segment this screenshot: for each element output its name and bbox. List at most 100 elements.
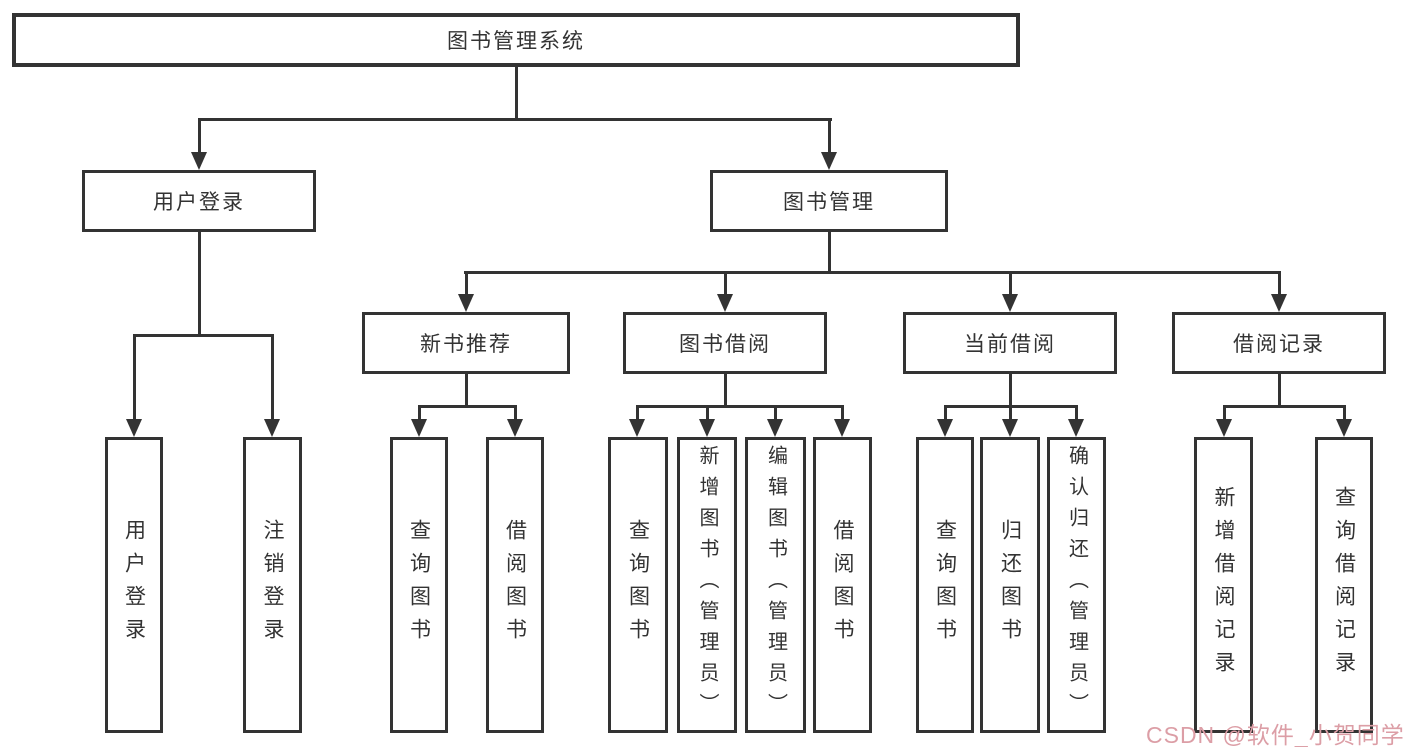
connector-line	[198, 231, 201, 336]
node-label: 图书管理系统	[447, 30, 585, 53]
arrow-down	[699, 408, 715, 437]
connector-line	[464, 271, 1281, 274]
arrowhead-down-icon	[834, 419, 850, 437]
node-leaf-add-borrow-record: 新增借阅记录	[1194, 437, 1253, 733]
arrow-shaft	[840, 408, 844, 421]
arrow-shaft	[1074, 408, 1078, 421]
arrowhead-down-icon	[1002, 419, 1018, 437]
node-label: 注销登录	[261, 519, 284, 651]
arrow-down	[264, 337, 280, 437]
node-label: 借阅图书	[503, 519, 527, 651]
arrow-shaft	[1008, 274, 1012, 296]
node-leaf-edit-books-admin: 编辑图书（管理员）	[745, 437, 806, 733]
arrowhead-down-icon	[699, 419, 715, 437]
arrow-down	[1216, 408, 1232, 437]
arrowhead-down-icon	[264, 419, 280, 437]
node-library-management-system: 图书管理系统	[12, 13, 1020, 67]
node-label: 查询图书	[407, 519, 431, 651]
arrow-down	[126, 337, 142, 437]
connector-line	[198, 118, 832, 121]
arrow-shaft	[1008, 408, 1012, 421]
node-leaf-user-login: 用户登录	[105, 437, 163, 733]
node-leaf-confirm-return-admin: 确认归还（管理员）	[1047, 437, 1106, 733]
arrow-down	[937, 408, 953, 437]
arrow-shaft	[705, 408, 709, 421]
arrow-down	[191, 121, 207, 170]
node-label: 当前借阅	[964, 333, 1056, 356]
node-leaf-logout: 注销登录	[243, 437, 302, 733]
node-label: 图书管理	[783, 191, 875, 214]
arrow-down	[767, 408, 783, 437]
arrow-shaft	[943, 408, 947, 421]
node-leaf-query-books-current: 查询图书	[916, 437, 974, 733]
connector-line	[515, 66, 518, 121]
node-label: 新增借阅记录	[1212, 486, 1235, 684]
arrow-shaft	[1342, 408, 1346, 421]
arrowhead-down-icon	[126, 419, 142, 437]
node-leaf-borrow-books: 借阅图书	[813, 437, 872, 733]
arrowhead-down-icon	[458, 294, 474, 312]
arrow-down	[1336, 408, 1352, 437]
arrow-down	[1068, 408, 1084, 437]
node-leaf-return-books: 归还图书	[980, 437, 1040, 733]
csdn-watermark: CSDN @软件_小贺同学	[1146, 722, 1405, 747]
arrow-down	[821, 121, 837, 170]
arrow-shaft	[197, 121, 201, 154]
arrowhead-down-icon	[629, 419, 645, 437]
arrowhead-down-icon	[191, 152, 207, 170]
arrow-down	[834, 408, 850, 437]
node-label: 查询借阅记录	[1332, 486, 1356, 684]
node-label: 新书推荐	[420, 333, 512, 356]
arrow-shaft	[464, 274, 468, 296]
connector-line	[133, 334, 274, 337]
arrow-shaft	[132, 337, 136, 421]
node-book-management: 图书管理	[710, 170, 948, 232]
arrow-down	[717, 274, 733, 312]
node-label: 借阅记录	[1233, 333, 1325, 356]
arrow-down	[1002, 408, 1018, 437]
arrowhead-down-icon	[767, 419, 783, 437]
arrow-shaft	[635, 408, 639, 421]
arrowhead-down-icon	[821, 152, 837, 170]
connector-line	[828, 231, 831, 273]
arrow-down	[411, 408, 427, 437]
arrow-down	[507, 408, 523, 437]
arrowhead-down-icon	[1216, 419, 1232, 437]
connector-line	[1223, 405, 1346, 408]
node-leaf-query-books-borrowing: 查询图书	[608, 437, 668, 733]
node-label: 查询图书	[933, 519, 957, 651]
node-label: 用户登录	[153, 191, 245, 214]
node-leaf-query-books-recommend: 查询图书	[390, 437, 448, 733]
node-current-borrowing: 当前借阅	[903, 312, 1117, 374]
node-book-borrowing: 图书借阅	[623, 312, 827, 374]
arrow-shaft	[417, 408, 421, 421]
arrow-shaft	[1277, 274, 1281, 296]
arrow-down	[1002, 274, 1018, 312]
arrow-shaft	[723, 274, 727, 296]
node-user-login: 用户登录	[82, 170, 316, 232]
arrow-shaft	[827, 121, 831, 154]
arrowhead-down-icon	[1271, 294, 1287, 312]
node-leaf-query-borrow-record: 查询借阅记录	[1315, 437, 1373, 733]
node-label: 图书借阅	[679, 333, 771, 356]
connector-line	[944, 405, 1078, 408]
arrowhead-down-icon	[937, 419, 953, 437]
node-leaf-borrow-books-recommend: 借阅图书	[486, 437, 544, 733]
connector-line	[1278, 374, 1281, 407]
connector-line	[724, 374, 727, 407]
node-new-book-recommendation: 新书推荐	[362, 312, 570, 374]
node-label: 借阅图书	[831, 519, 854, 651]
connector-line	[418, 405, 517, 408]
node-label: 归还图书	[998, 519, 1022, 651]
connector-line	[465, 374, 468, 407]
node-label: 确认归还（管理员）	[1065, 445, 1088, 724]
connector-line	[636, 405, 844, 408]
arrow-shaft	[513, 408, 517, 421]
arrow-shaft	[270, 337, 274, 421]
arrowhead-down-icon	[411, 419, 427, 437]
connector-line	[1009, 374, 1012, 407]
arrow-shaft	[1222, 408, 1226, 421]
arrow-down	[458, 274, 474, 312]
arrowhead-down-icon	[1002, 294, 1018, 312]
